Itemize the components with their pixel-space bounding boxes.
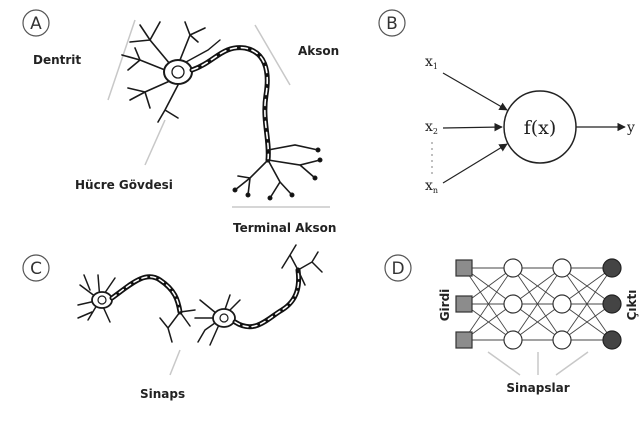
- hidden-node: [504, 331, 522, 349]
- panel-c: C Sinaps: [23, 245, 322, 401]
- synapse-guide-line: [170, 350, 180, 375]
- panel-b: B x1 x2 xn f(x) y: [379, 10, 635, 195]
- output-node: [603, 331, 621, 349]
- panel-d-letter: D: [391, 259, 404, 279]
- output-node: [603, 295, 621, 313]
- activation-function-label: f(x): [524, 117, 557, 139]
- two-neurons-drawing: [78, 245, 322, 345]
- input-xn-arrow: [443, 144, 507, 183]
- dendrite-label: Dentrit: [33, 53, 81, 67]
- hidden-node: [504, 259, 522, 277]
- soma-guide-line: [145, 120, 165, 165]
- output-y-label: y: [626, 120, 635, 136]
- soma-label: Hücre Gövdesi: [75, 178, 173, 192]
- neuron-drawing-a: [122, 22, 322, 200]
- input-x2-label: x2: [425, 119, 438, 136]
- axon-label: Akson: [298, 44, 339, 58]
- input-node: [456, 296, 472, 312]
- input-node: [456, 332, 472, 348]
- panel-b-letter: B: [386, 14, 398, 34]
- hidden-node: [553, 295, 571, 313]
- input-x1-label: x1: [425, 54, 438, 71]
- network-connections: [464, 268, 612, 340]
- input-layer-label: Girdi: [438, 289, 452, 322]
- output-node: [603, 259, 621, 277]
- hidden-node: [553, 259, 571, 277]
- input-xn-label: xn: [425, 178, 438, 195]
- synapse-label: Sinaps: [140, 387, 185, 401]
- panel-a-letter: A: [30, 14, 42, 34]
- input-x2-arrow: [443, 127, 502, 128]
- synapses-guide-line-right: [556, 352, 588, 375]
- panel-a: A: [23, 10, 339, 235]
- panel-d: D Girdi Çıktı Sinapslar: [385, 255, 639, 395]
- panel-c-letter: C: [30, 259, 42, 279]
- hidden-node: [553, 331, 571, 349]
- synapses-label: Sinapslar: [506, 381, 569, 395]
- input-node: [456, 260, 472, 276]
- output-layer-label: Çıktı: [625, 290, 639, 321]
- input-x1-arrow: [443, 73, 507, 110]
- synapses-guide-line-left: [488, 352, 520, 375]
- terminal-axon-label: Terminal Akson: [233, 221, 336, 235]
- hidden-node: [504, 295, 522, 313]
